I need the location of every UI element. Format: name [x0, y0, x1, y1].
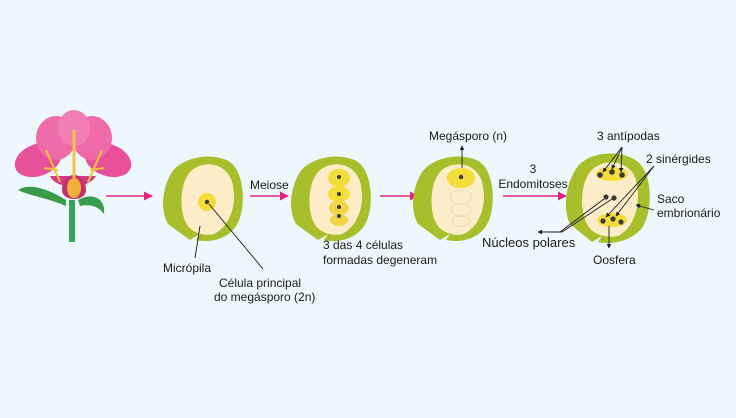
pointer-micropila [194, 225, 201, 259]
label-endomitoses-line1: 3 [530, 162, 537, 176]
label-endomitoses-line2: Endomitoses [498, 177, 567, 191]
label-megasporo: Megásporo (n) [429, 129, 507, 143]
label-meiose: Meiose [250, 178, 289, 192]
ovule-stage-3 [413, 156, 493, 242]
label-antipodas: 3 antípodas [597, 129, 660, 143]
ovule-stage-4 [565, 153, 650, 244]
label-saco-line2: embrionário [657, 206, 721, 220]
embryo-sac-pointers [537, 146, 655, 249]
ovule-stage-2 [291, 156, 371, 242]
label-celula-principal-line1: Célula principal [219, 276, 301, 290]
pointer-celula-principal [208, 203, 264, 270]
label-celula-principal-line2: do megásporo (2n) [214, 290, 315, 304]
label-degeneram-line1: 3 das 4 células [323, 238, 403, 252]
label-nucleos-polares: Núcleos polares [482, 235, 576, 250]
label-saco-line1: Saco [657, 192, 685, 206]
flower-illustration [14, 110, 132, 242]
label-micropila: Micrópila [163, 261, 211, 275]
label-sinergides: 2 sinérgides [646, 152, 711, 166]
label-degeneram-line2: formadas degeneram [323, 253, 437, 267]
ovule-stage-1 [163, 156, 243, 242]
label-oosfera: Oosfera [593, 253, 636, 267]
